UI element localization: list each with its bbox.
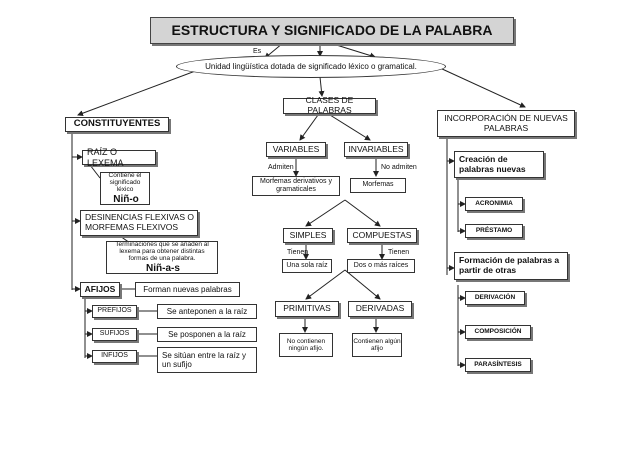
afijos-desc-box: Forman nuevas palabras xyxy=(135,282,240,297)
compuestas-desc: Dos o más raíces xyxy=(353,261,409,269)
desinencias-desc-box: Terminaciones que se añaden al lexema pa… xyxy=(106,241,218,274)
no-admiten-label: No admiten xyxy=(381,164,417,171)
invariables-desc: Morfemas xyxy=(362,181,394,189)
parasintesis-label: PARASÍNTESIS xyxy=(474,361,522,369)
composicion-box: COMPOSICIÓN xyxy=(465,325,531,339)
infijos-desc: Se sitúan entre la raíz y un sufijo xyxy=(162,350,247,369)
derivadas-box: DERIVADAS xyxy=(348,301,412,317)
derivadas-desc-box: Contienen algún afijo xyxy=(352,333,402,357)
infijos-label: INFIJOS xyxy=(101,352,128,360)
incorporacion-title: INCORPORACIÓN DE NUEVAS PALABRAS xyxy=(444,112,568,133)
prefijos-desc-box: Se anteponen a la raíz xyxy=(157,304,257,319)
admiten-label: Admiten xyxy=(268,164,294,171)
derivadas-desc: Contienen algún afijo xyxy=(353,337,401,352)
raiz-label: RAÍZ O LEXEMA xyxy=(87,147,124,168)
derivacion-label: DERIVACIÓN xyxy=(474,294,516,302)
page-title: ESTRUCTURA Y SIGNIFICADO DE LA PALABRA xyxy=(150,17,514,44)
primitivas-label: PRIMITIVAS xyxy=(283,303,331,314)
raiz-desc-box: Contiene el significado léxico Niñ-o xyxy=(100,172,150,205)
definition-ellipse: Unidad lingüística dotada de significado… xyxy=(176,55,446,78)
simples-desc: Una sola raíz xyxy=(286,261,328,269)
variables-box: VARIABLES xyxy=(266,142,326,157)
desinencias-label: DESINENCIAS FLEXIVAS O MORFEMAS FLEXIVOS xyxy=(85,212,194,232)
derivadas-label: DERIVADAS xyxy=(355,303,405,314)
definition-text: Unidad lingüística dotada de significado… xyxy=(205,62,417,71)
acronimia-label: ACRONIMIA xyxy=(475,200,513,208)
prestamo-label: PRÉSTAMO xyxy=(475,227,513,235)
simples-tienen: Tienen xyxy=(287,249,309,256)
prefijos-label: PREFIJOS xyxy=(97,307,132,315)
derivacion-box: DERIVACIÓN xyxy=(465,291,525,305)
invariables-desc-box: Morfemas xyxy=(350,178,406,193)
variables-desc-box: Morfemas derivativos y gramaticales xyxy=(252,176,340,196)
incorporacion-box: INCORPORACIÓN DE NUEVAS PALABRAS xyxy=(437,110,575,137)
es-label: Es xyxy=(253,48,262,55)
page-title-text: ESTRUCTURA Y SIGNIFICADO DE LA PALABRA xyxy=(171,22,493,39)
desinencias-box: DESINENCIAS FLEXIVAS O MORFEMAS FLEXIVOS xyxy=(80,210,198,236)
clases-title: CLASES DE PALABRAS xyxy=(305,95,354,115)
infijos-box: INFIJOS xyxy=(92,350,137,363)
prefijos-box: PREFIJOS xyxy=(92,305,137,318)
sufijos-desc-box: Se posponen a la raíz xyxy=(157,327,257,342)
desinencias-desc: Terminaciones que se añaden al lexema pa… xyxy=(115,240,209,263)
primitivas-box: PRIMITIVAS xyxy=(275,301,339,317)
invariables-box: INVARIABLES xyxy=(344,142,408,157)
compuestas-tienen: Tienen xyxy=(388,249,410,256)
raiz-desc: Contiene el significado léxico xyxy=(108,171,142,194)
creacion-box: Creación de palabras nuevas xyxy=(454,151,544,178)
creacion-label: Creación de palabras nuevas xyxy=(459,153,526,174)
simples-desc-box: Una sola raíz xyxy=(282,259,332,273)
variables-label: VARIABLES xyxy=(272,143,320,154)
simples-box: SIMPLES xyxy=(283,228,333,243)
raiz-box: RAÍZ O LEXEMA xyxy=(82,147,156,168)
formacion-box: Formación de palabras a partir de otras xyxy=(454,252,568,280)
primitivas-desc: No contienen ningún afijo. xyxy=(286,337,326,352)
formacion-label: Formación de palabras a partir de otras xyxy=(459,255,560,275)
sufijos-desc: Se posponen a la raíz xyxy=(168,329,246,339)
afijos-box: AFIJOS xyxy=(80,282,120,297)
desinencias-example: Niñ-a-s xyxy=(146,262,180,274)
composicion-label: COMPOSICIÓN xyxy=(474,328,522,336)
parasintesis-box: PARASÍNTESIS xyxy=(465,358,531,372)
compuestas-box: COMPUESTAS xyxy=(347,228,417,243)
simples-label: SIMPLES xyxy=(289,229,327,240)
constituyentes-box: CONSTITUYENTES xyxy=(65,117,169,132)
raiz-example: Niñ-o xyxy=(113,193,139,205)
compuestas-label: COMPUESTAS xyxy=(352,229,412,240)
prefijos-desc: Se anteponen a la raíz xyxy=(166,306,248,316)
primitivas-desc-box: No contienen ningún afijo. xyxy=(279,333,333,357)
prestamo-box: PRÉSTAMO xyxy=(465,224,523,238)
acronimia-box: ACRONIMIA xyxy=(465,197,523,211)
afijos-label: AFIJOS xyxy=(84,283,116,294)
clases-box: CLASES DE PALABRAS xyxy=(283,95,376,115)
compuestas-desc-box: Dos o más raíces xyxy=(347,259,415,273)
afijos-desc: Forman nuevas palabras xyxy=(143,284,232,294)
constituyentes-title: CONSTITUYENTES xyxy=(73,118,161,130)
variables-desc: Morfemas derivativos y gramaticales xyxy=(260,177,332,193)
invariables-label: INVARIABLES xyxy=(348,143,404,154)
infijos-desc-box: Se sitúan entre la raíz y un sufijo xyxy=(157,347,257,373)
sufijos-label: SUFIJOS xyxy=(99,330,130,338)
sufijos-box: SUFIJOS xyxy=(92,328,137,341)
